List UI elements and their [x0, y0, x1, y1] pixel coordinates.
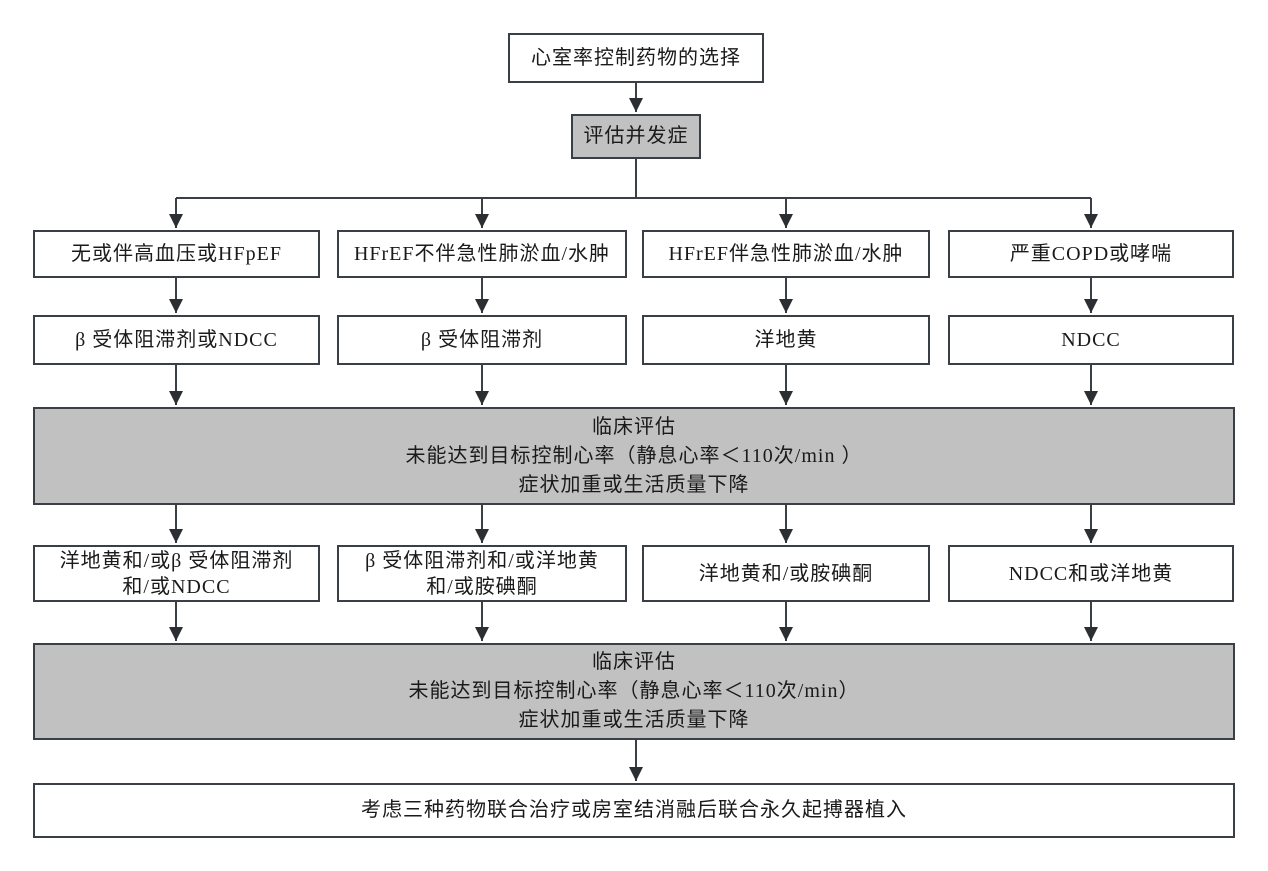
- node-escalation-therapy-col3: NDCC和或洋地黄: [948, 545, 1234, 602]
- node-initial-therapy-col0: β 受体阻滞剂或NDCC: [33, 315, 320, 365]
- node-initial-therapy-col1: β 受体阻滞剂: [337, 315, 627, 365]
- node-escalation-therapy-col1: β 受体阻滞剂和/或洋地黄 和/或胺碘酮: [337, 545, 627, 602]
- node-final-step: 考虑三种药物联合治疗或房室结消融后联合永久起搏器植入: [33, 783, 1235, 838]
- node-assess-complications: 评估并发症: [571, 114, 701, 159]
- node-initial-therapy-col3: NDCC: [948, 315, 1234, 365]
- node-initial-therapy-col2: 洋地黄: [642, 315, 930, 365]
- node-clinical-eval-2: 临床评估 未能达到目标控制心率（静息心率＜110次/min） 症状加重或生活质量…: [33, 643, 1235, 740]
- node-condition-col2: HFrEF伴急性肺淤血/水肿: [642, 230, 930, 278]
- node-condition-col1: HFrEF不伴急性肺淤血/水肿: [337, 230, 627, 278]
- node-escalation-therapy-col2: 洋地黄和/或胺碘酮: [642, 545, 930, 602]
- node-clinical-eval-1: 临床评估 未能达到目标控制心率（静息心率＜110次/min ） 症状加重或生活质…: [33, 407, 1235, 505]
- node-title: 心室率控制药物的选择: [508, 33, 764, 83]
- node-condition-col0: 无或伴高血压或HFpEF: [33, 230, 320, 278]
- node-condition-col3: 严重COPD或哮喘: [948, 230, 1234, 278]
- node-escalation-therapy-col0: 洋地黄和/或β 受体阻滞剂 和/或NDCC: [33, 545, 320, 602]
